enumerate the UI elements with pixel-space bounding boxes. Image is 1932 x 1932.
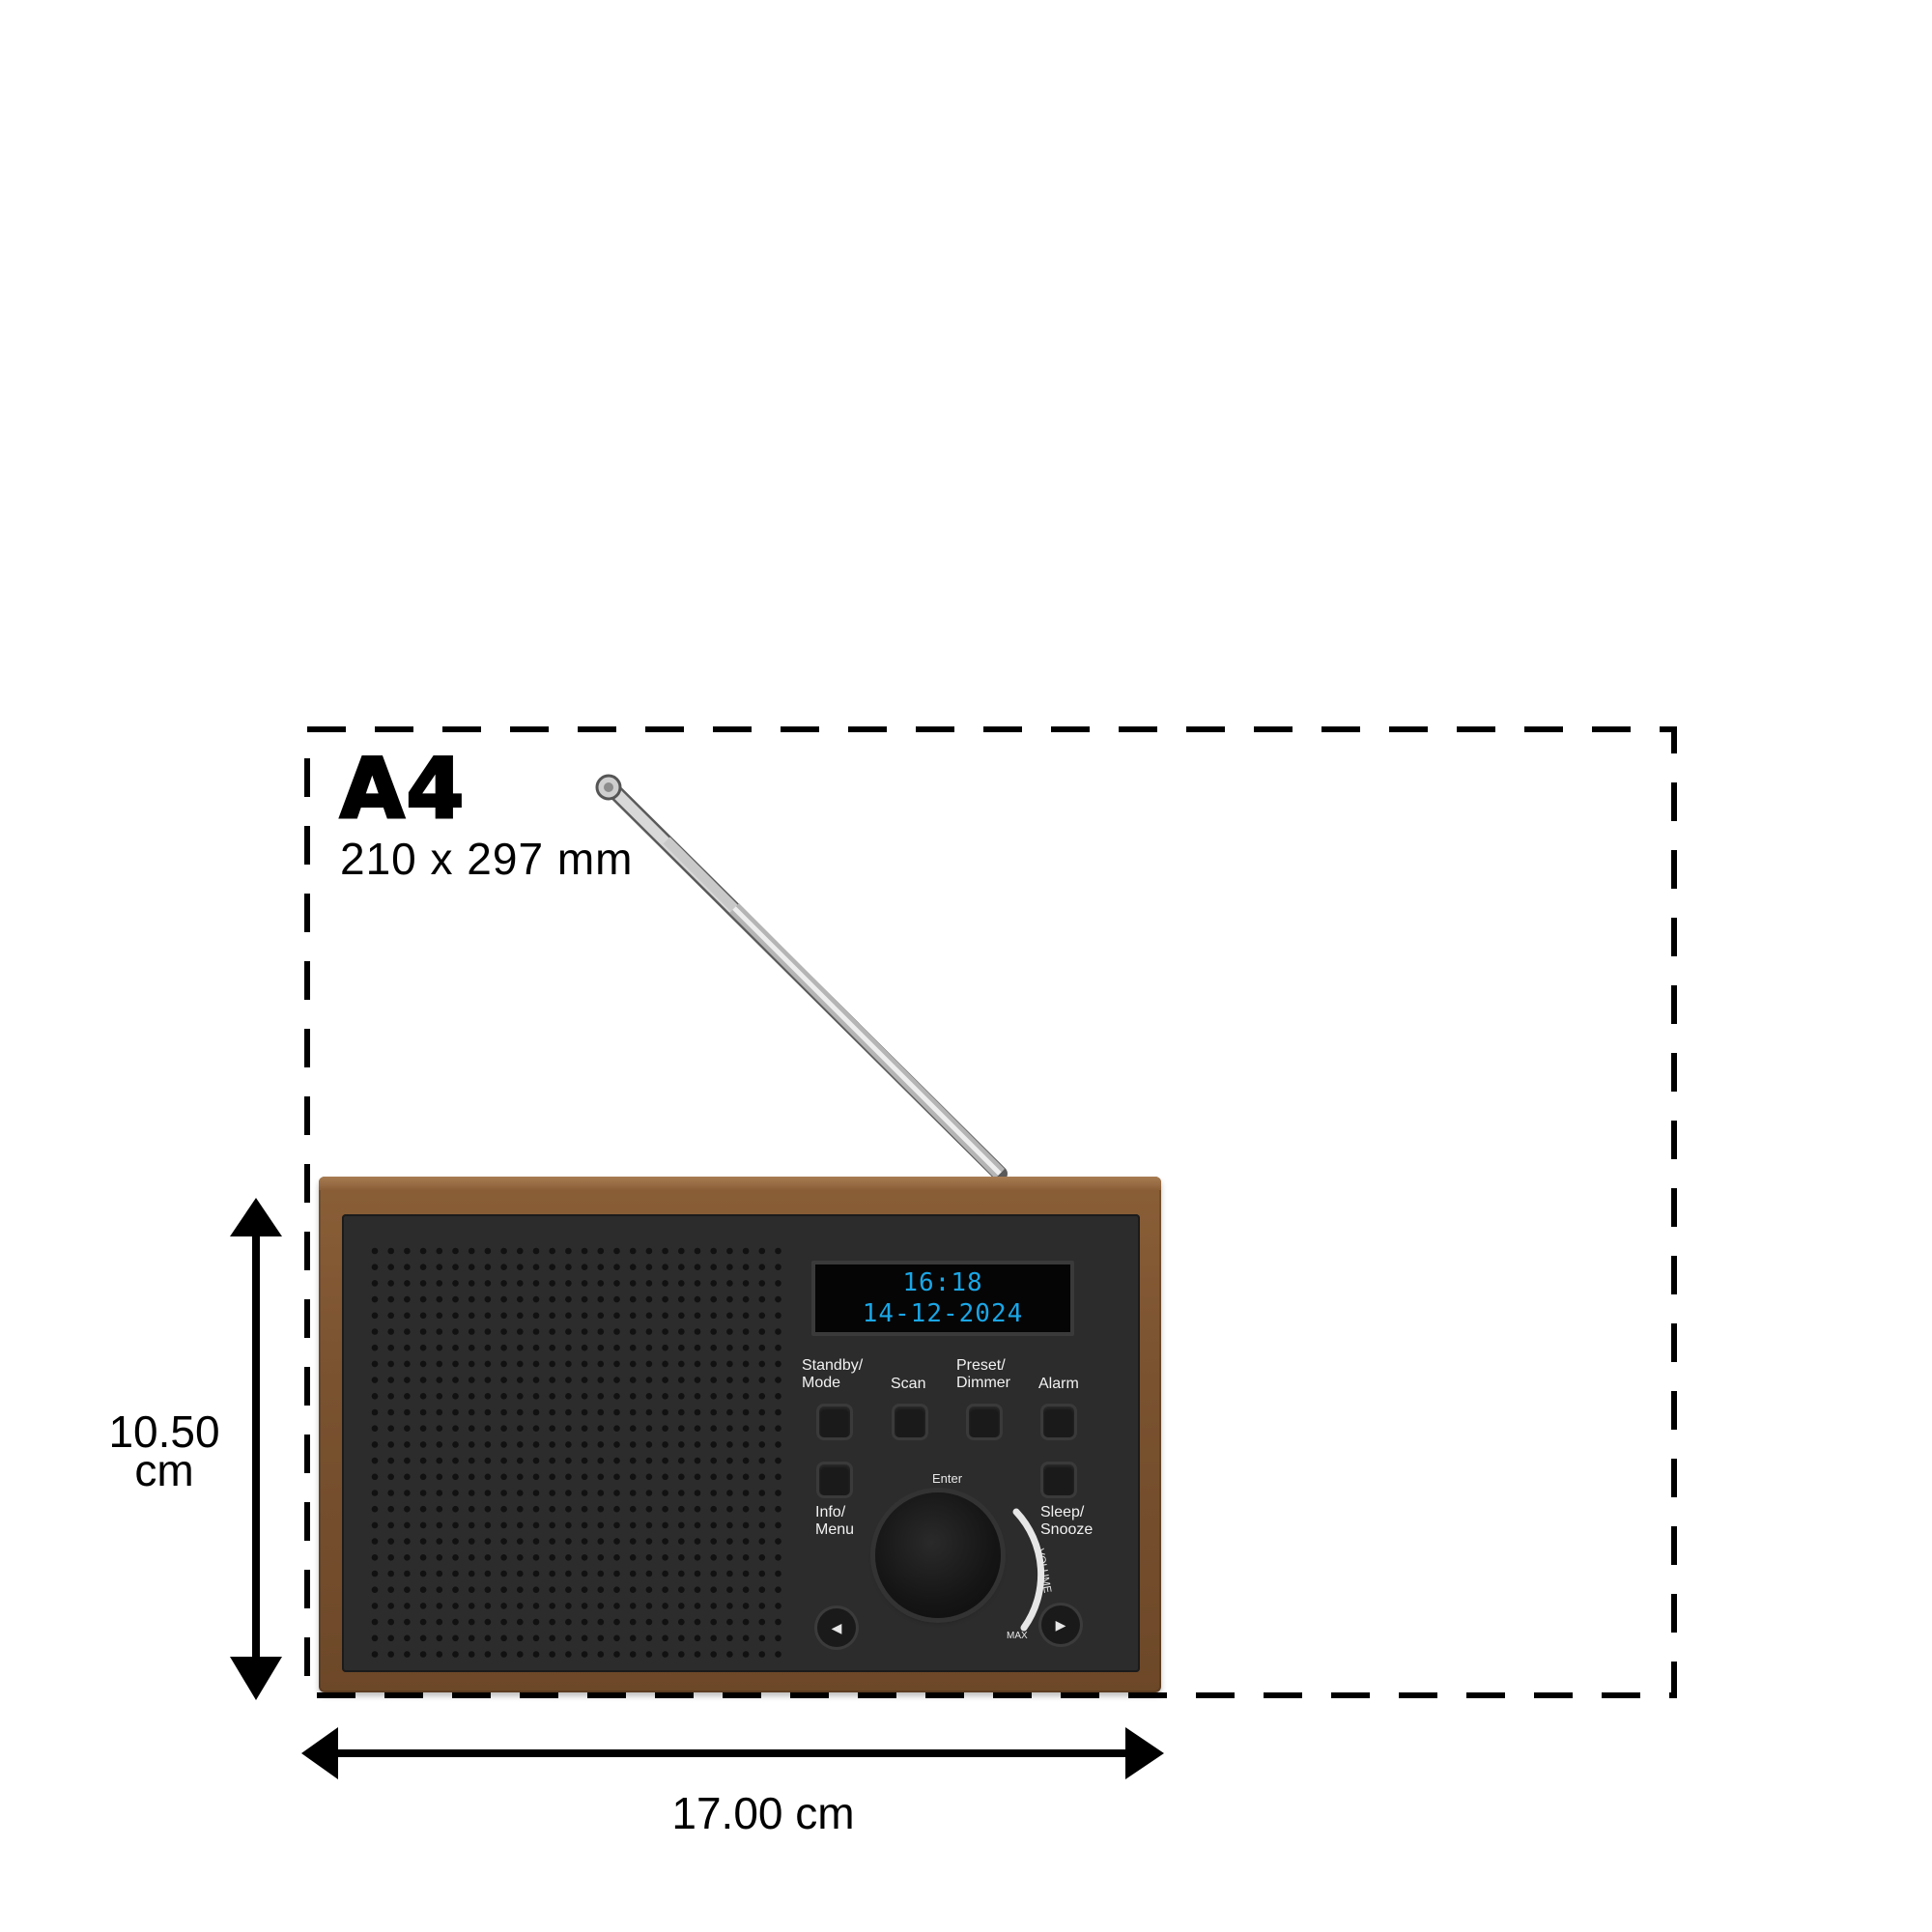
antenna [595, 774, 1008, 1181]
sleep-snooze-button[interactable] [1043, 1464, 1074, 1495]
radio-top-edge [319, 1177, 1161, 1190]
sleep-label-line1: Sleep/ [1040, 1504, 1085, 1520]
a4-size: 210 x 297 mm [340, 834, 634, 884]
scan-button[interactable] [895, 1406, 925, 1437]
alarm-label: Alarm [1038, 1376, 1079, 1392]
height-arrow [230, 1198, 282, 1700]
previous-button[interactable]: ◀ [817, 1608, 856, 1647]
alarm-button[interactable] [1043, 1406, 1074, 1437]
height-value: 10.50 [108, 1406, 220, 1457]
standby-label-line1: Standby/ [802, 1357, 864, 1374]
info-menu-button[interactable] [819, 1464, 850, 1495]
standby-label-line2: Mode [802, 1375, 841, 1391]
preset-label-line2: Dimmer [956, 1375, 1010, 1391]
width-arrow [301, 1727, 1164, 1779]
info-label-line1: Info/ [815, 1504, 846, 1520]
sleep-snooze-label: Sleep/ Snooze [1040, 1504, 1093, 1539]
height-unit: cm [134, 1445, 194, 1495]
info-label-line2: Menu [815, 1521, 855, 1538]
height-label: 10.50 cm [97, 1406, 232, 1495]
enter-label: Enter [932, 1471, 963, 1486]
sleep-label-line2: Snooze [1040, 1521, 1094, 1538]
display-time: 16:18 [902, 1268, 983, 1297]
right-arrow-icon: ▶ [1055, 1617, 1066, 1633]
preset-label-line1: Preset/ [956, 1357, 1006, 1374]
a4-title: A4 [338, 741, 467, 838]
max-label: MAX [1007, 1631, 1028, 1641]
enter-volume-knob[interactable] [875, 1492, 1001, 1618]
left-arrow-icon: ◀ [831, 1620, 842, 1635]
width-label: 17.00 cm [671, 1788, 855, 1838]
lcd-display: 16:18 14-12-2024 [811, 1261, 1074, 1336]
standby-mode-button[interactable] [819, 1406, 850, 1437]
standby-mode-label: Standby/ Mode [802, 1357, 863, 1392]
a4-frame [304, 726, 1677, 1698]
preset-dimmer-label: Preset/ Dimmer [956, 1357, 1010, 1392]
info-menu-label: Info/ Menu [815, 1504, 854, 1539]
next-button[interactable]: ▶ [1041, 1605, 1080, 1644]
preset-dimmer-button[interactable] [969, 1406, 1000, 1437]
scan-label: Scan [891, 1376, 926, 1392]
display-date: 14-12-2024 [862, 1299, 1024, 1328]
